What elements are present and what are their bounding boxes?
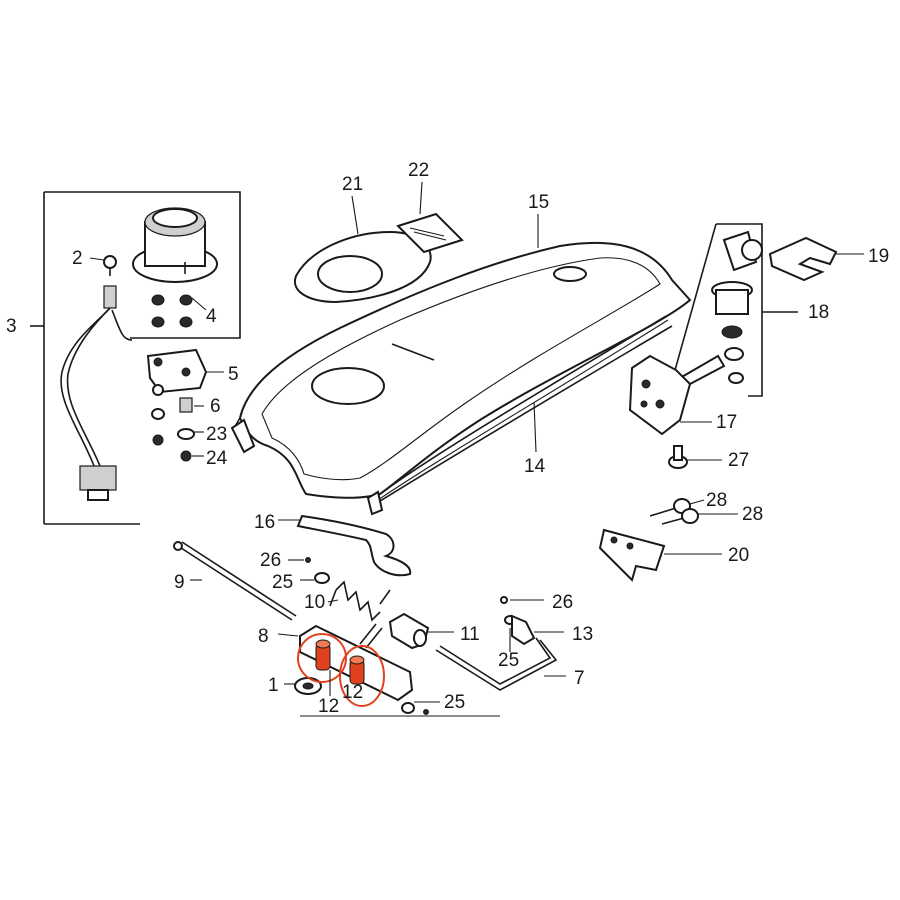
label-17: 17	[716, 412, 737, 433]
small-hardware	[305, 557, 516, 715]
label-8: 8	[258, 626, 269, 647]
highlighted-pin-12-left	[297, 633, 347, 683]
bulb-2	[103, 255, 117, 276]
label-1: 1	[268, 675, 279, 696]
panel-15	[230, 241, 692, 499]
label-26-right: 26	[552, 592, 573, 613]
label-6: 6	[210, 396, 221, 417]
label-24: 24	[206, 448, 228, 469]
label-25-lower: 25	[444, 692, 465, 713]
label-12-left: 12	[318, 696, 339, 717]
hinge-17	[628, 354, 692, 436]
part-labels: 3 2 4 5 6 23 24 21 22 15 14 16 19 18 17 …	[6, 160, 889, 717]
label-19: 19	[868, 246, 889, 267]
socket-bracket-5	[146, 348, 208, 394]
fitting-13	[511, 614, 536, 646]
bracket-20	[598, 528, 666, 582]
lock-cylinder	[678, 230, 763, 386]
wiring-harness	[60, 285, 133, 501]
rail-14	[366, 315, 673, 516]
clip-19	[768, 236, 838, 282]
pin-11	[388, 612, 430, 650]
label-18: 18	[808, 302, 829, 323]
label-27: 27	[728, 450, 749, 471]
bolt-27	[668, 445, 688, 469]
plate-22	[396, 212, 464, 254]
assembly-3-box	[30, 191, 241, 525]
rod-7	[435, 637, 558, 691]
label-15: 15	[528, 192, 549, 213]
assembly-18-box	[669, 223, 798, 397]
label-10: 10	[304, 592, 325, 613]
label-28-lower: 28	[742, 504, 763, 525]
small-parts-6-23-24	[151, 384, 195, 462]
meter-housing	[132, 207, 218, 283]
spring-10	[329, 580, 391, 622]
label-14: 14	[524, 456, 546, 477]
label-25-right: 25	[498, 650, 519, 671]
label-22: 22	[408, 160, 429, 181]
label-3: 3	[6, 316, 17, 337]
label-26-upper: 26	[260, 550, 281, 571]
cover-21	[293, 230, 432, 304]
grommets-4	[151, 294, 193, 328]
label-20: 20	[728, 545, 749, 566]
rod-9	[173, 541, 297, 621]
label-16: 16	[254, 512, 275, 533]
leader-lines	[89, 181, 864, 703]
label-21: 21	[342, 174, 363, 195]
label-9: 9	[174, 572, 185, 593]
label-28-upper: 28	[706, 490, 727, 511]
label-13: 13	[572, 624, 593, 645]
strap-16	[296, 514, 412, 577]
bolts-28	[649, 498, 699, 525]
label-2: 2	[72, 248, 83, 269]
nut-1	[294, 677, 322, 695]
label-25-upper: 25	[272, 572, 293, 593]
label-4: 4	[206, 306, 217, 327]
label-5: 5	[228, 364, 239, 385]
label-12-right: 12	[342, 682, 363, 703]
highlighted-pin-12-right	[339, 645, 385, 707]
label-23: 23	[206, 424, 227, 445]
label-11: 11	[460, 624, 480, 645]
label-7: 7	[574, 668, 585, 689]
